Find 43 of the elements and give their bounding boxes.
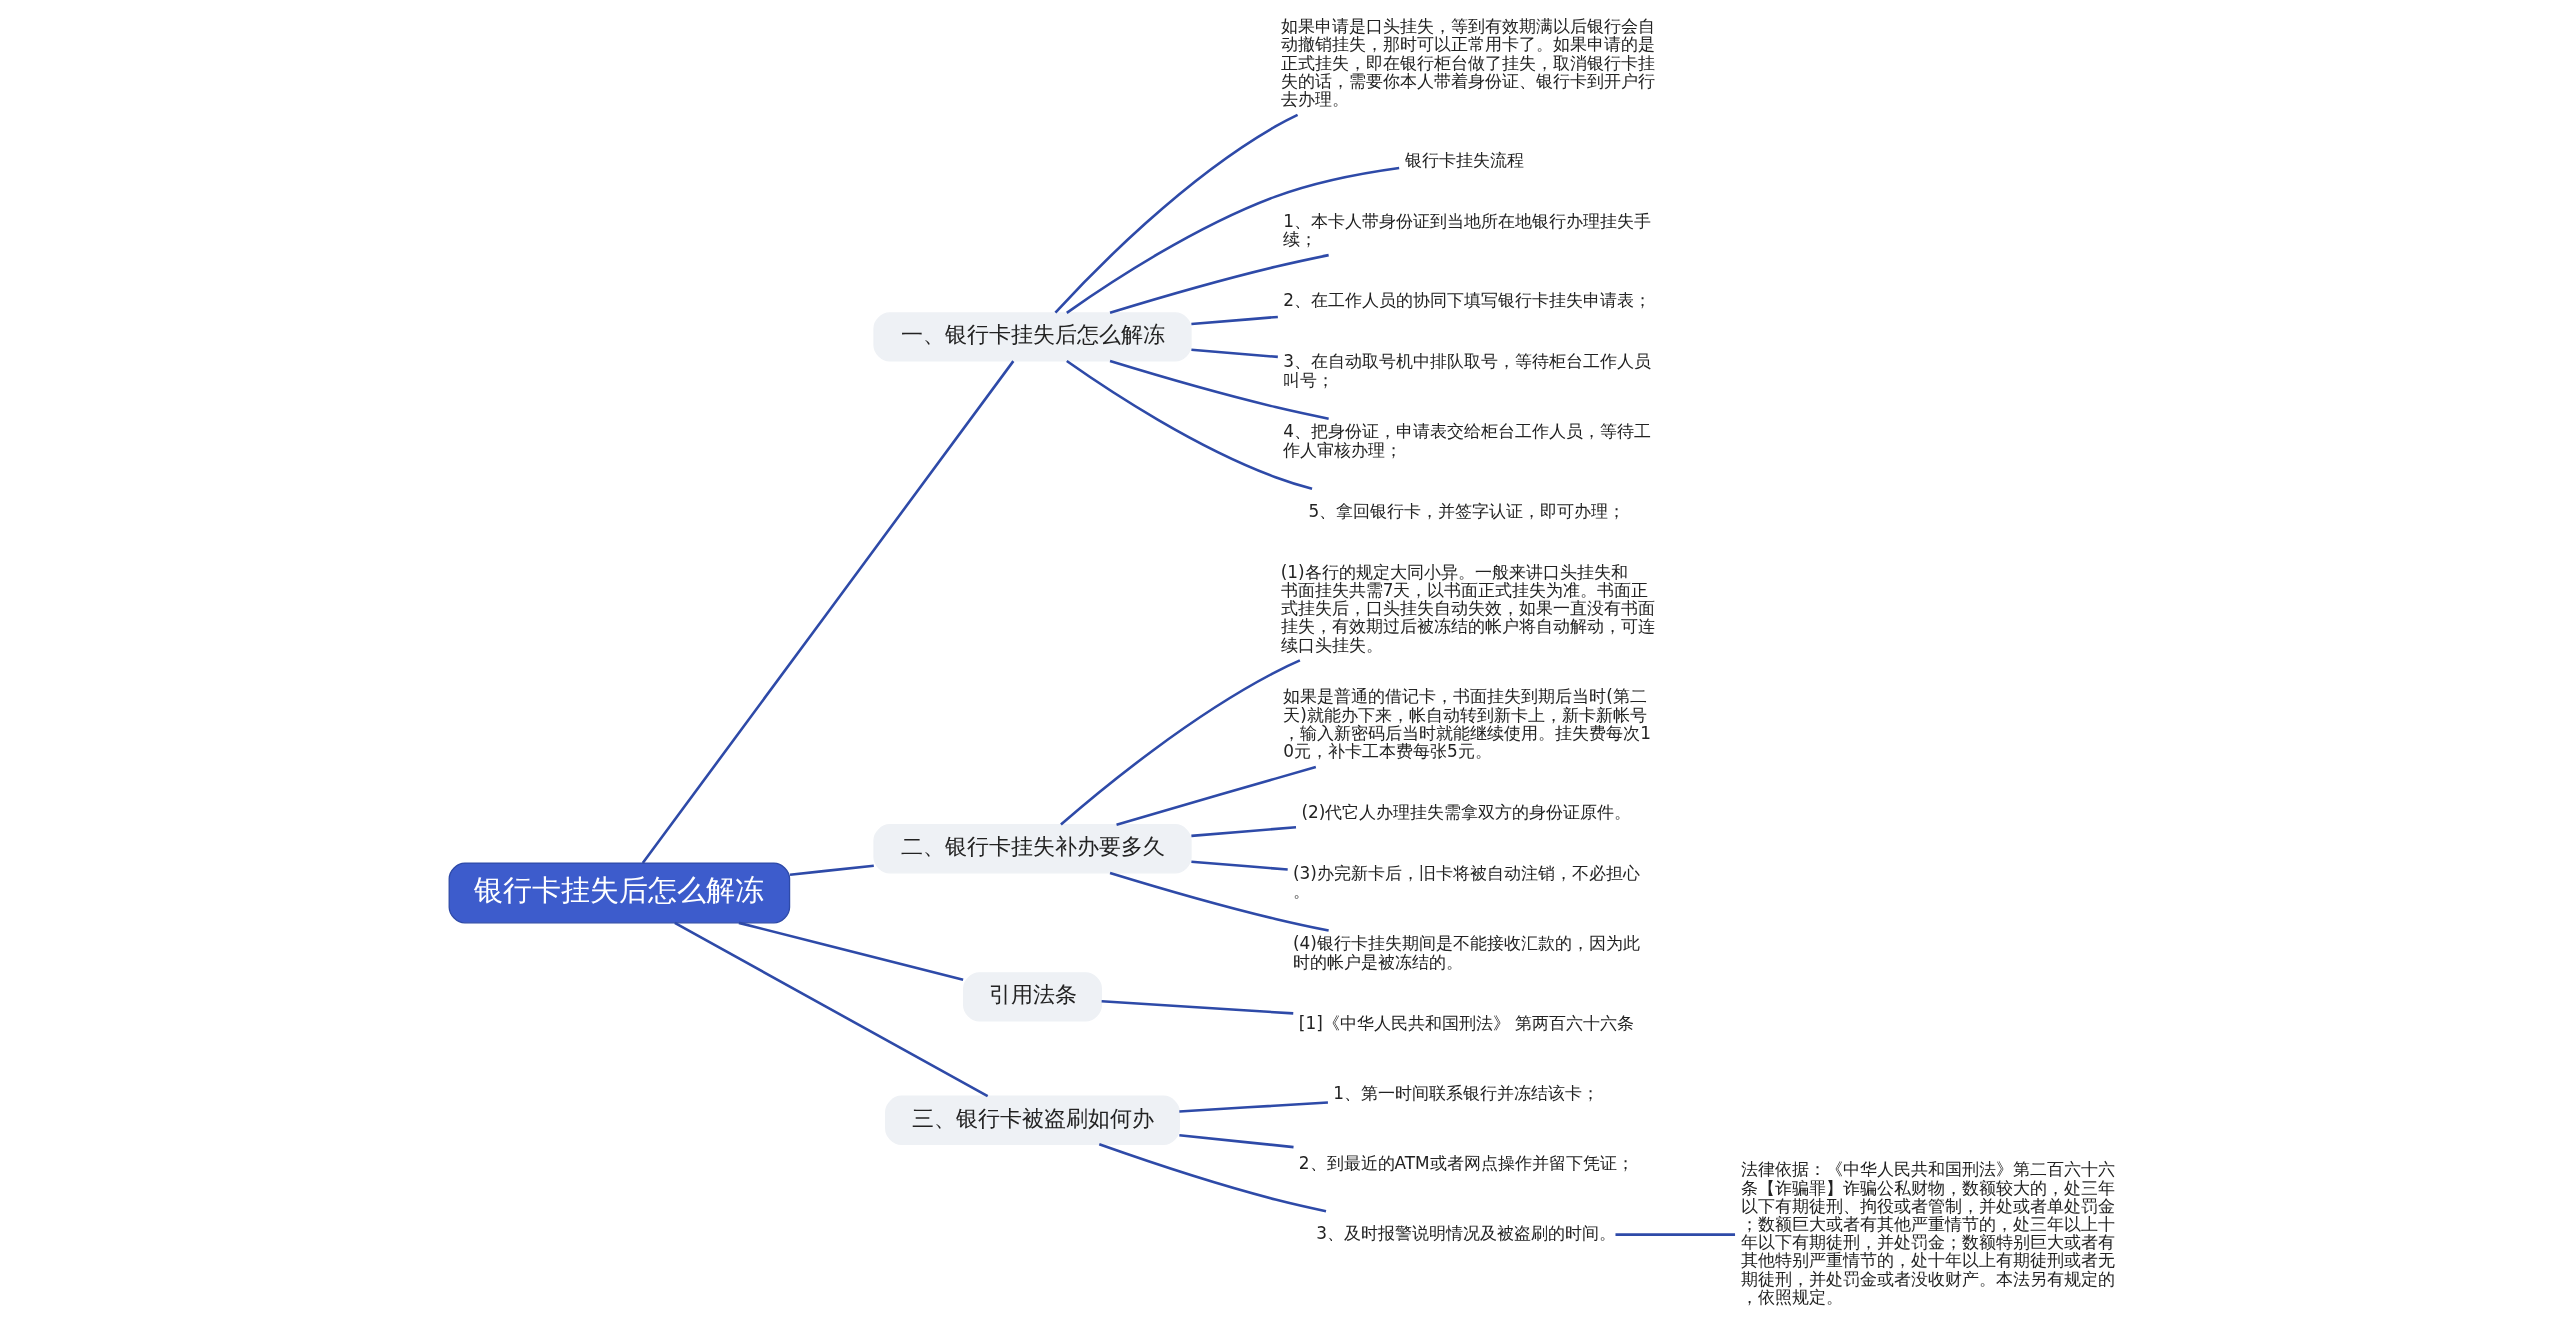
connector <box>1109 359 1329 420</box>
connector <box>1179 1134 1294 1149</box>
node-box: 二、银行卡挂失补办要多久 <box>873 824 1192 874</box>
node-text: 4、把身份证，申请表交给柜台工作人员，等待工作人审核办理； <box>1283 421 1651 460</box>
connector <box>1615 1233 1736 1236</box>
connector <box>1098 1143 1327 1213</box>
connector <box>1191 315 1278 326</box>
node-text: (4)银行卡挂失期间是不能接收汇款的，因为此时的帐户是被冻结的。 <box>1292 933 1640 972</box>
connector <box>1191 348 1278 359</box>
node-text: (1)各行的规定大同小异。一般来讲口头挂失和书面挂失共需7天，以书面正式挂失为准。书面正式挂失后，口头挂失自动失效，如果一直没有书面挂失，有效期过后被冻结的帐户将自动解动，可连续口头挂失。 <box>1280 561 1655 655</box>
connector <box>1101 999 1294 1015</box>
connector <box>1066 166 1400 314</box>
node-text: [1]《中华人民共和国刑法》 第两百六十六条 <box>1298 1012 1635 1033</box>
connector <box>738 921 964 981</box>
connector <box>1066 359 1313 491</box>
connector <box>789 864 874 876</box>
connector <box>1191 860 1288 871</box>
node-box: 银行卡挂失后怎么解冻 <box>448 862 791 924</box>
node-text: 如果是普通的借记卡，书面挂失到期后当时(第二天)就能办下来，帐自动转到新卡上，新卡新帐号，输入新密码后当时就能继续使用。挂失费每次10元，补卡工本费每张5元。 <box>1283 686 1651 762</box>
node-box: 引用法条 <box>963 972 1102 1022</box>
node-text: 如果申请是口头挂失，等到有效期满以后银行会自动撤销挂失，那时可以正常用卡了。如果申请的是正式挂失，即在银行柜台做了挂失，取消银行卡挂失的话，需要你本人带着身份证、银行卡到开户行去办理。 <box>1280 16 1655 109</box>
connector <box>1060 659 1301 826</box>
connector <box>1116 765 1317 826</box>
node-text: (3)办完新卡后，旧卡将被自动注销，不必担心。 <box>1292 863 1640 902</box>
node-text: 2、在工作人员的协同下填写银行卡挂失申请表； <box>1283 290 1651 311</box>
node-text: (2)代它人办理挂失需拿双方的身份证原件。 <box>1301 802 1632 823</box>
node-text: 银行卡挂失流程 <box>1404 149 1524 170</box>
connector <box>1109 253 1329 314</box>
node-text: 1、本卡人带身份证到当地所在地银行办理挂失手续； <box>1283 211 1651 250</box>
node-text: 1、第一时间联系银行并冻结该卡； <box>1333 1082 1600 1103</box>
connector <box>1191 826 1297 838</box>
connector <box>641 360 1015 864</box>
node-text: 2、到最近的ATM或者网点操作并留下凭证； <box>1298 1152 1634 1173</box>
connector <box>674 921 989 1098</box>
node-text: 3、及时报警说明情况及被盗刷的时间。 <box>1316 1223 1617 1244</box>
connector <box>1109 871 1329 932</box>
node-text: 3、在自动取号机中排队取号，等待柜台工作人员叫号； <box>1283 351 1651 390</box>
node-box: 一、银行卡挂失后怎么解冻 <box>873 312 1192 362</box>
connector <box>1054 113 1299 314</box>
node-text: 法律依据：《中华人民共和国刑法》第二百六十六条【诈骗罪】诈骗公私财物，数额较大的，处三年以下有期徒刑、拘役或者管制，并处或者单处罚金；数额巨大或者有其他严重情节的，处三年以上十年以下有期徒刑，并处罚金；数额特别巨大或者有其他特别严重情节的，处十年以上有期徒刑或者无期徒刑，并处罚金或者没收财产。本法另有规定的，依照规定。 <box>1740 1159 2115 1307</box>
connector <box>1179 1101 1328 1113</box>
node-box: 三、银行卡被盗刷如何办 <box>885 1095 1180 1145</box>
node-text: 5、拿回银行卡，并签字认证，即可办理； <box>1308 500 1626 521</box>
